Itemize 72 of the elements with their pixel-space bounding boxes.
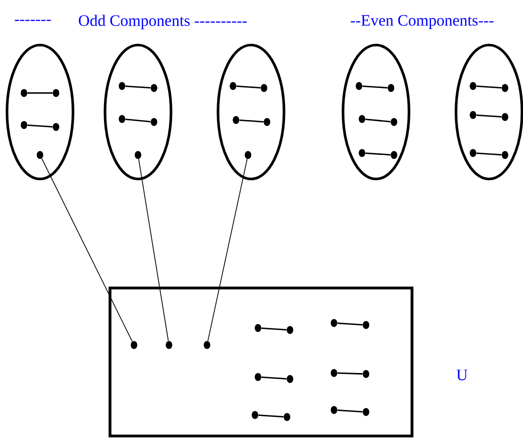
vertex-dot [150, 118, 158, 126]
vertex-dot [284, 413, 290, 421]
matching-edge [236, 86, 261, 88]
matching-edge [365, 118, 391, 122]
vertex-dot [232, 116, 240, 124]
vertex-dot [470, 111, 476, 119]
matching-edge [125, 86, 151, 88]
vertex-dot [502, 151, 508, 159]
edge-line [207, 158, 248, 342]
vertex-dot [20, 89, 28, 97]
matching-edge [27, 92, 53, 94]
vertex-dot [230, 82, 236, 90]
matching-edge [362, 86, 388, 88]
vertex-dot [358, 149, 366, 157]
vertex-dot [20, 121, 28, 129]
vertex-dot [330, 369, 338, 377]
edge-line [41, 158, 133, 342]
vertex-dot [362, 370, 370, 378]
vertex-dot [330, 406, 338, 414]
component-ellipse [216, 44, 286, 180]
matching-edge [261, 328, 287, 330]
vertex-dot [150, 84, 158, 92]
vertex-dot [36, 151, 44, 159]
vertex-dot [130, 341, 138, 349]
matching-edge [27, 124, 53, 128]
component-ellipse [104, 44, 172, 180]
edge-line [138, 158, 169, 342]
matching-edge [261, 376, 287, 380]
vertex-dot [470, 82, 476, 90]
vertex-dot [134, 151, 142, 159]
vertex-dot [286, 326, 294, 334]
matching-edge [476, 152, 502, 156]
matching-edge [337, 410, 363, 412]
vertex-dot [390, 151, 398, 159]
vertex-dot [388, 84, 394, 92]
section-heading: --Even Components--- [350, 15, 494, 29]
matching-edge [365, 152, 391, 156]
vertex-dot [356, 82, 362, 90]
vertex-dot [502, 113, 508, 121]
matching-edge [258, 414, 284, 418]
set-label: U [456, 370, 468, 380]
section-heading: Odd Components ---------- [78, 14, 247, 30]
vertex-dot [52, 89, 60, 97]
vertex-dot [254, 373, 262, 381]
vertex-dot [390, 118, 398, 126]
vertex-dot [118, 115, 126, 123]
vertex-dot [52, 123, 60, 131]
vertex-dot [254, 324, 262, 332]
vertex-dot [252, 411, 258, 419]
vertex-dot [118, 82, 126, 90]
matching-edge [337, 322, 363, 326]
component-ellipse [6, 44, 74, 180]
vertex-dot [502, 84, 508, 92]
vertex-dot [204, 341, 210, 349]
vertex-dot [358, 115, 366, 123]
vertex-dot [264, 118, 270, 126]
vertex-dot [470, 149, 476, 157]
vertex-dot [286, 375, 294, 383]
vertex-dot [362, 321, 370, 329]
matching-edge [476, 86, 502, 88]
component-ellipse [342, 44, 410, 180]
vertex-dot [330, 319, 338, 327]
matching-edge [476, 114, 502, 118]
matching-edge [337, 372, 363, 375]
vertex-dot [260, 84, 268, 92]
set-box [108, 286, 414, 438]
matching-edge [125, 118, 151, 122]
vertex-dot [244, 151, 252, 159]
vertex-dot [166, 341, 172, 349]
vertex-dot [362, 408, 370, 416]
section-heading: ------- [14, 20, 51, 22]
matching-edge [239, 120, 264, 122]
